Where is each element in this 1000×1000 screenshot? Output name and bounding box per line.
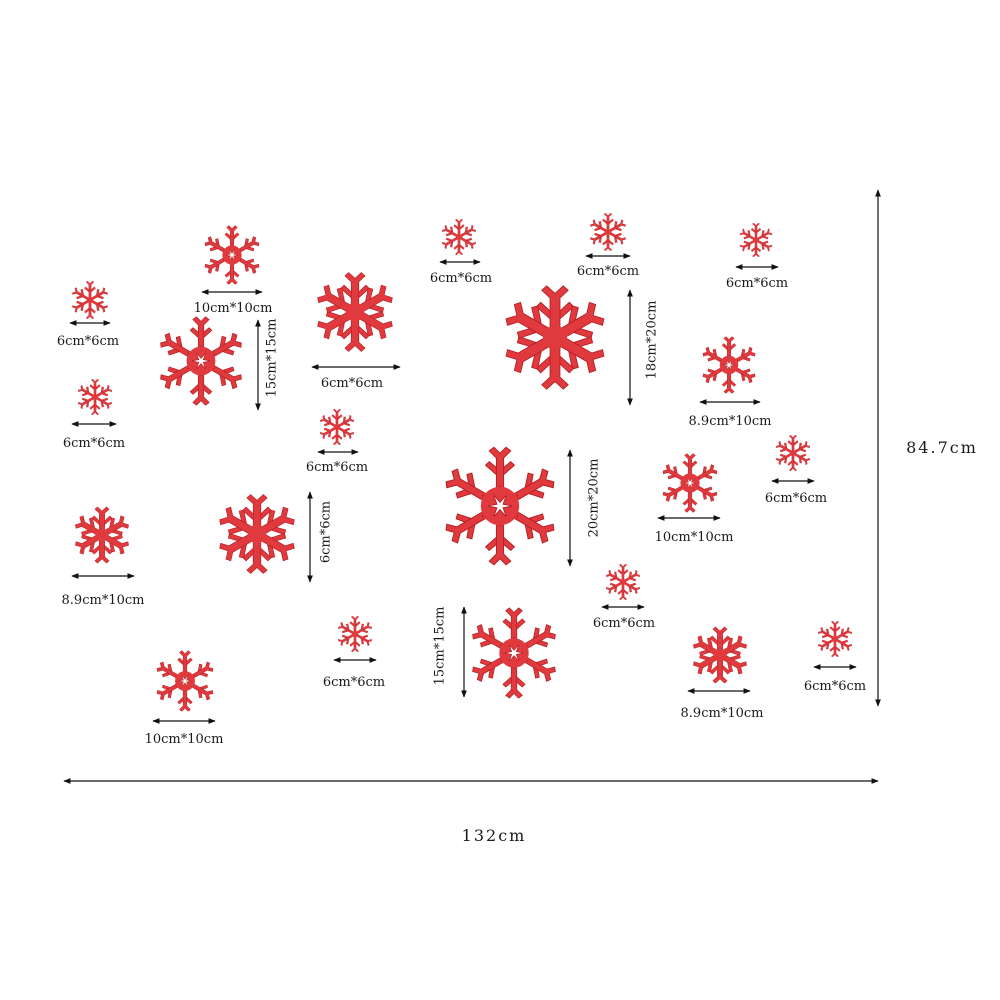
snowflake-f5 — [313, 268, 397, 356]
snowflake-f17 — [604, 563, 642, 601]
label-f12: 8.9cm*10cm — [61, 593, 145, 608]
label-f18: 6cm*6cm — [322, 675, 386, 690]
snowflake-f11 — [738, 222, 774, 258]
label-f10: 8.9cm*10cm — [688, 414, 772, 429]
snowflake-f20 — [468, 607, 560, 699]
label-f13: 6cm*6cm — [764, 491, 828, 506]
snowflake-f7 — [440, 218, 478, 256]
snowflake-f14 — [440, 446, 560, 566]
label-f11: 6cm*6cm — [725, 276, 789, 291]
label-f16: 6cm*6cm — [318, 500, 334, 564]
snowflake-f8 — [500, 280, 610, 395]
snowflake-f21 — [690, 624, 750, 686]
total-height-label: 84.7cm — [906, 438, 978, 457]
label-f6: 6cm*6cm — [305, 460, 369, 475]
label-f21: 8.9cm*10cm — [680, 706, 764, 721]
label-f15: 10cm*10cm — [654, 530, 734, 545]
snowflake-f9 — [588, 212, 628, 252]
snowflake-f16 — [215, 490, 299, 578]
snowflake-f4 — [76, 378, 114, 416]
snowflake-f15 — [660, 453, 720, 513]
snowflake-f1 — [70, 280, 110, 320]
snowflake-f19 — [154, 650, 216, 712]
snowflake-f3 — [156, 316, 246, 406]
label-f2: 10cm*10cm — [193, 301, 273, 316]
label-f4: 6cm*6cm — [62, 436, 126, 451]
label-f7: 6cm*6cm — [429, 271, 493, 286]
total-width-label: 132cm — [461, 826, 527, 845]
snowflake-f18 — [336, 615, 374, 653]
snowflake-f13 — [774, 434, 812, 472]
label-f22: 6cm*6cm — [803, 679, 867, 694]
snowflake-f10 — [700, 335, 758, 395]
label-f5: 6cm*6cm — [320, 376, 384, 391]
label-f20: 15cm*15cm — [432, 606, 448, 686]
label-f9: 6cm*6cm — [576, 264, 640, 279]
label-f8: 18cm*20cm — [644, 300, 660, 380]
label-f14: 20cm*20cm — [586, 458, 602, 538]
label-f1: 6cm*6cm — [56, 334, 120, 349]
label-f17: 6cm*6cm — [592, 616, 656, 631]
snowflake-f22 — [816, 620, 854, 658]
label-f3: 15cm*15cm — [264, 318, 280, 398]
label-f19: 10cm*10cm — [144, 732, 224, 747]
snowflake-f12 — [72, 504, 132, 566]
snowflake-f2 — [202, 225, 262, 285]
snowflake-f6 — [318, 408, 356, 446]
